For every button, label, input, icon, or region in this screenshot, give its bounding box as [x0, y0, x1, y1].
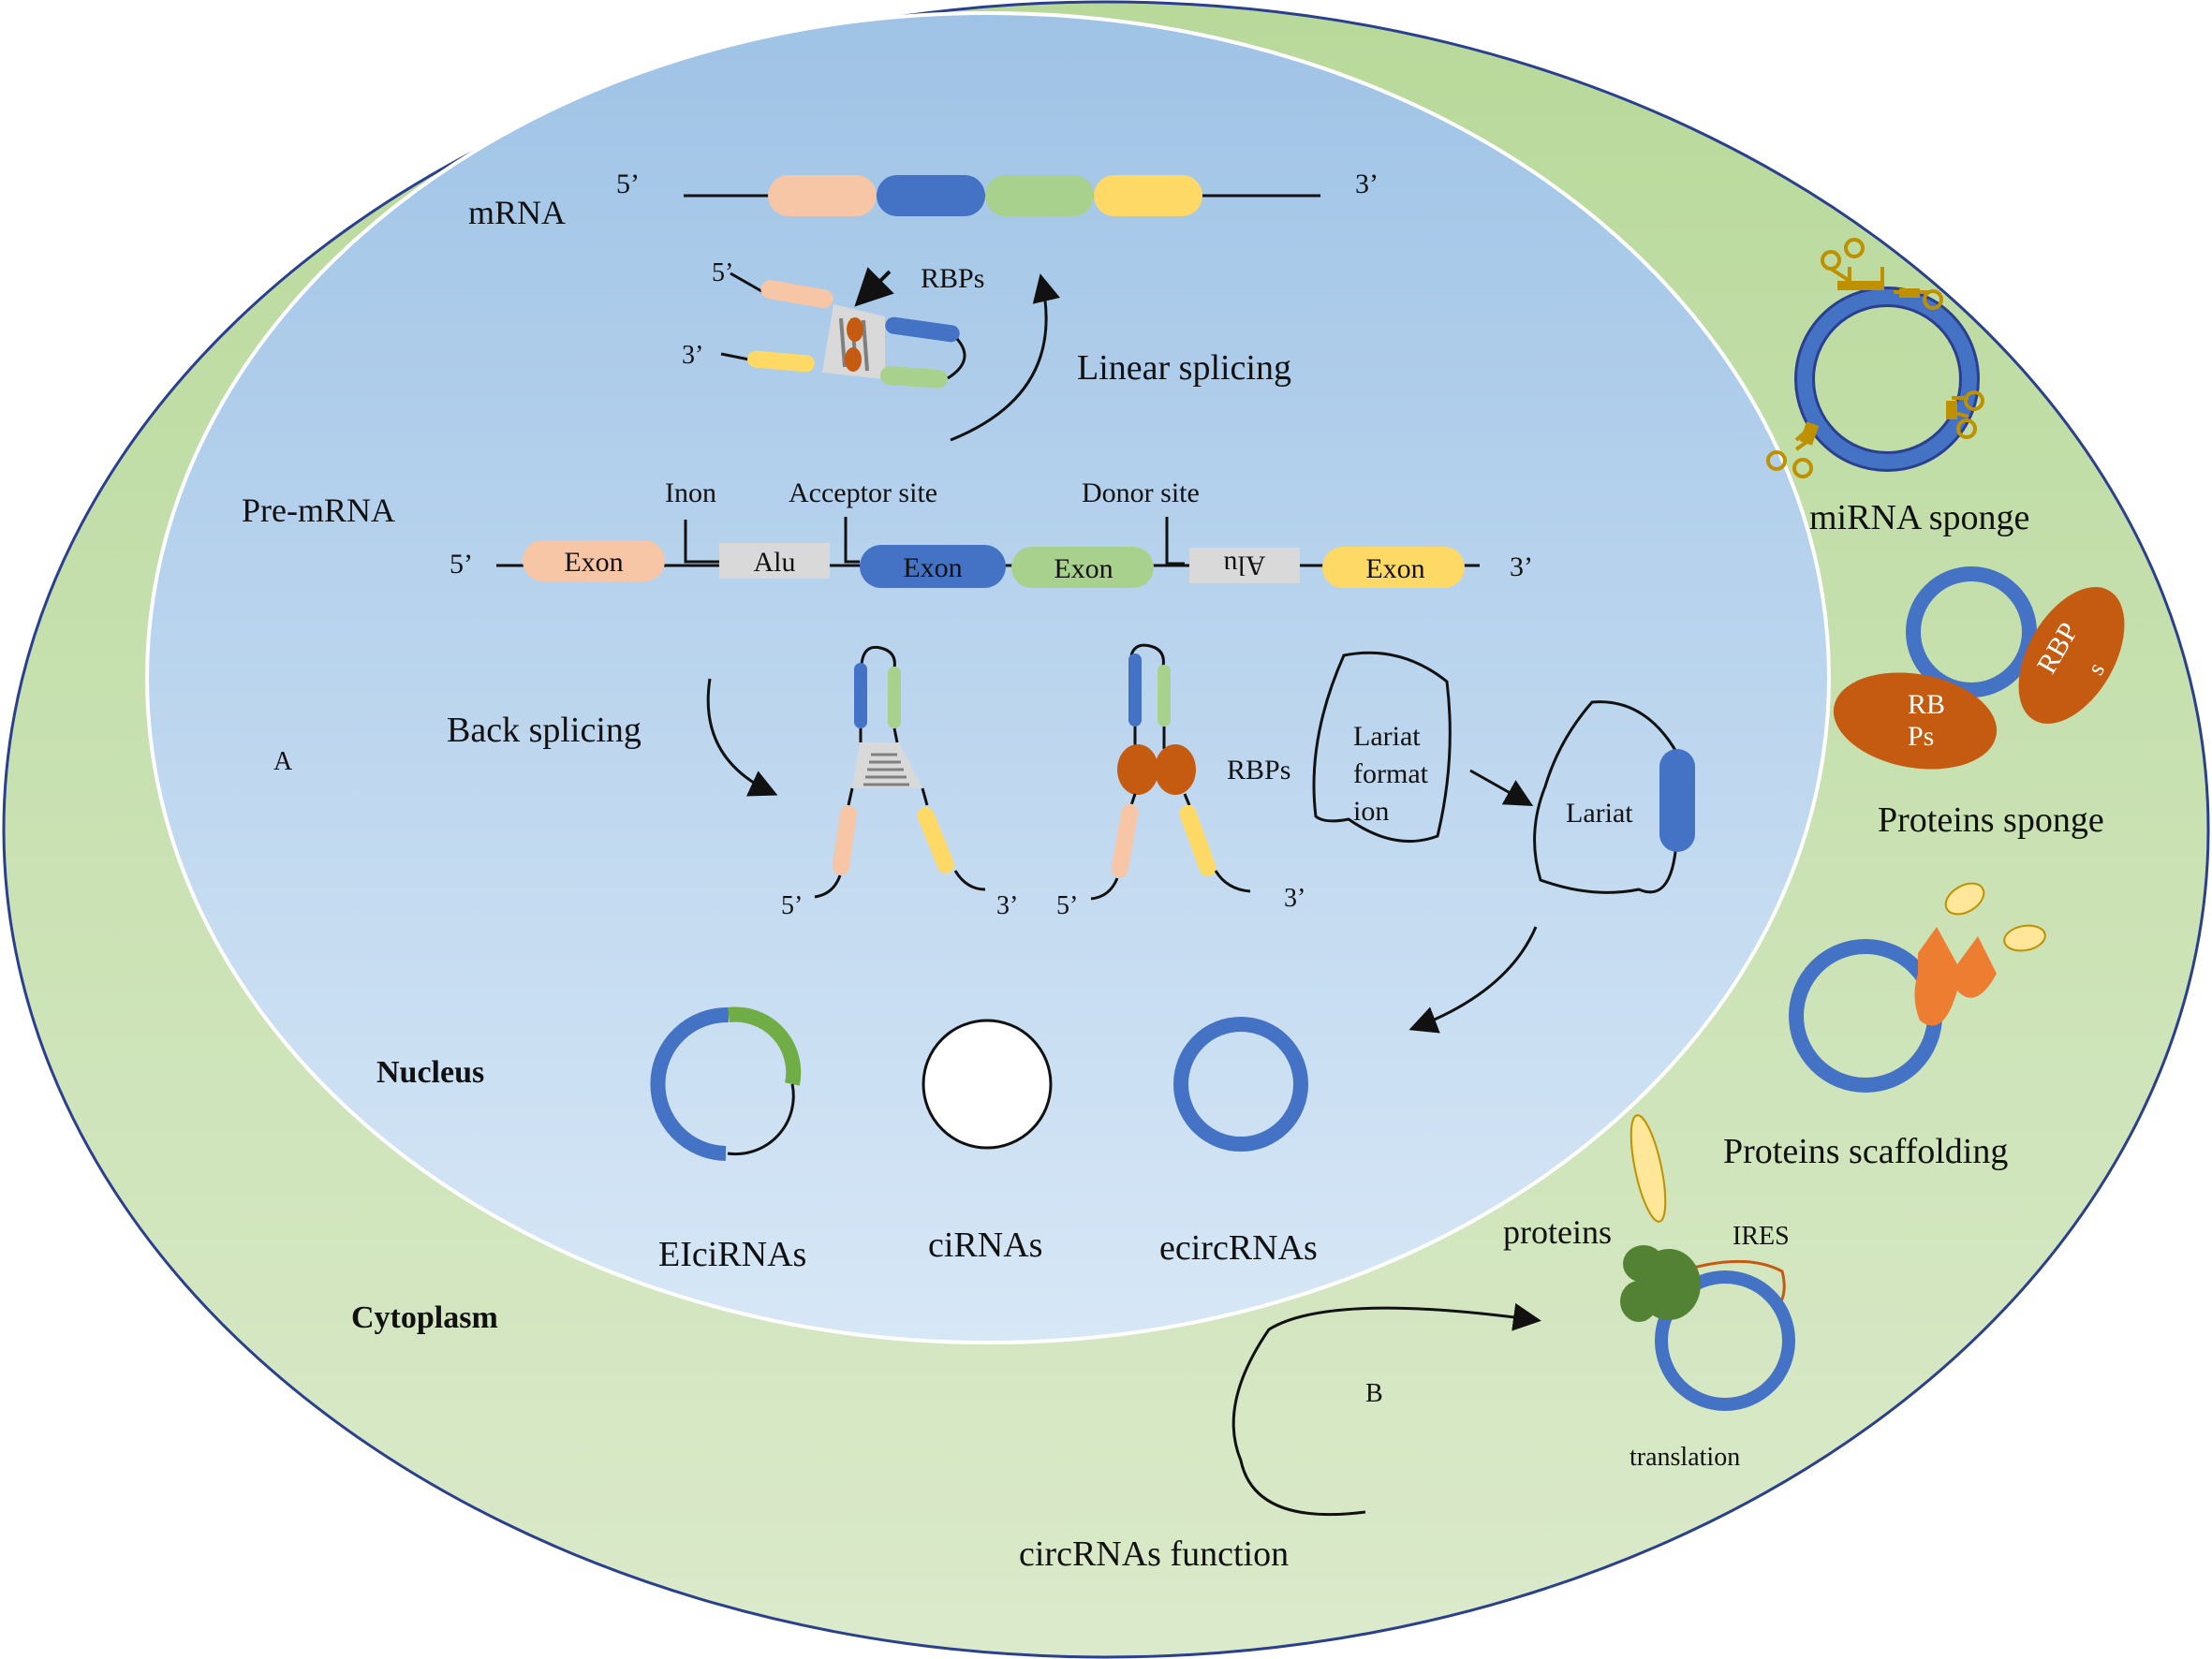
mrna-label: mRNA: [468, 194, 566, 231]
lariat-formation-line1: Lariat: [1353, 721, 1421, 752]
ires-label: IRES: [1733, 1222, 1790, 1251]
mrna-five-prime: 5’: [616, 169, 640, 199]
mrna-exon-peach: [768, 175, 877, 216]
ecircrna-label: ecircRNAs: [1159, 1228, 1318, 1268]
linear-five-prime: 5’: [712, 258, 733, 287]
premrna-three-prime: 3’: [1510, 551, 1533, 582]
hairpin1-three-prime: 3’: [996, 891, 1018, 920]
lariat-label: Lariat: [1566, 798, 1633, 829]
donor-site-label: Donor site: [1082, 477, 1200, 508]
lariat-loop: [1533, 700, 1683, 894]
translation-label: translation: [1630, 1443, 1740, 1472]
premrna-exon-4-label: Exon: [1365, 553, 1424, 584]
back-splicing-label: Back splicing: [447, 711, 641, 750]
back-splicing-arrow: [706, 678, 778, 797]
premrna-exon-2: [860, 545, 1006, 588]
premrna-five-prime: 5’: [450, 549, 473, 580]
premrna-alu-1-label: Alu: [754, 547, 796, 578]
translation-graphic: [1620, 1114, 1795, 1411]
panel-b-label: B: [1365, 1379, 1383, 1408]
mrna-strand: [684, 175, 1320, 216]
premrna-exon-3: [1011, 547, 1154, 588]
hairpin-alu-pairing: [814, 645, 986, 899]
hairpin-rbp-pairing: [1090, 643, 1251, 901]
ecircrna-ring: [1173, 1017, 1308, 1152]
cirna-label: ciRNAs: [928, 1226, 1042, 1265]
nucleus-label: Nucleus: [376, 1055, 484, 1090]
premrna-alu-2-label: Alu: [1224, 551, 1266, 581]
lariat-formation-line2: format: [1353, 758, 1429, 789]
proteins-scaffolding-label: Proteins scaffolding: [1723, 1132, 2008, 1171]
rbp-bottom-line1: RB: [1908, 689, 1945, 720]
mirna-sponge-label: miRNA sponge: [1809, 498, 2029, 537]
hairpin2-three-prime: 3’: [1284, 884, 1305, 913]
lariat-exon: [1659, 749, 1695, 852]
lariat-formation-loop: [1312, 651, 1452, 843]
cirna-ring: [922, 1019, 1053, 1150]
hairpin2-rbps-label: RBPs: [1227, 755, 1290, 785]
cytoplasm-label: Cytoplasm: [351, 1300, 498, 1335]
hairpin1-five-prime: 5’: [781, 891, 803, 920]
premrna-exon-4: [1322, 547, 1465, 588]
premrna-label: Pre-mRNA: [242, 492, 395, 529]
mrna-exon-green: [985, 175, 1094, 216]
premrna-exon-1: [523, 540, 665, 581]
circrnas-function-arrow: [1231, 1302, 1541, 1517]
linear-splicing-label: Linear splicing: [1077, 348, 1291, 388]
mrna-three-prime: 3’: [1355, 169, 1379, 199]
eicirna-ring: [650, 1006, 802, 1161]
mirna-sponge-graphic: [1766, 238, 1984, 478]
intron-label: Inon: [665, 477, 716, 508]
premrna-exon-3-label: Exon: [1054, 553, 1113, 584]
linear-rbps-label: RBPs: [921, 263, 984, 294]
mrna-exon-blue: [877, 175, 985, 216]
linear-splicing-intermediate: [720, 267, 966, 389]
acceptor-site-label: Acceptor site: [789, 477, 937, 508]
mrna-exon-yellow: [1094, 175, 1202, 216]
premrna-alu-1: [719, 543, 830, 579]
nucleus-ellipse: [145, 11, 1831, 1344]
proteins-sponge-label: Proteins sponge: [1878, 800, 2104, 840]
proteins-sponge-graphic: [1833, 566, 2125, 770]
rbp-bottom-line2: Ps: [1908, 721, 1934, 752]
premrna-exon-2-label: Exon: [903, 552, 962, 583]
linear-three-prime: 3’: [682, 341, 703, 370]
hairpin2-five-prime: 5’: [1056, 891, 1078, 920]
proteins-scaffolding-graphic: [1789, 882, 2046, 1093]
linear-splicing-arrow: [950, 273, 1060, 442]
circrnas-function-label: circRNAs function: [1019, 1534, 1289, 1574]
proteins-label: proteins: [1503, 1213, 1612, 1251]
lariat-formation-line3: ion: [1353, 796, 1389, 827]
lariat-arrow: [1469, 769, 1534, 806]
premrna-exon-1-label: Exon: [564, 547, 623, 578]
eicirna-label: EIciRNAs: [658, 1235, 806, 1274]
panel-a-label: A: [273, 747, 293, 776]
premrna-alu-2: [1189, 548, 1300, 583]
to-circrna-arrow: [1408, 926, 1538, 1034]
